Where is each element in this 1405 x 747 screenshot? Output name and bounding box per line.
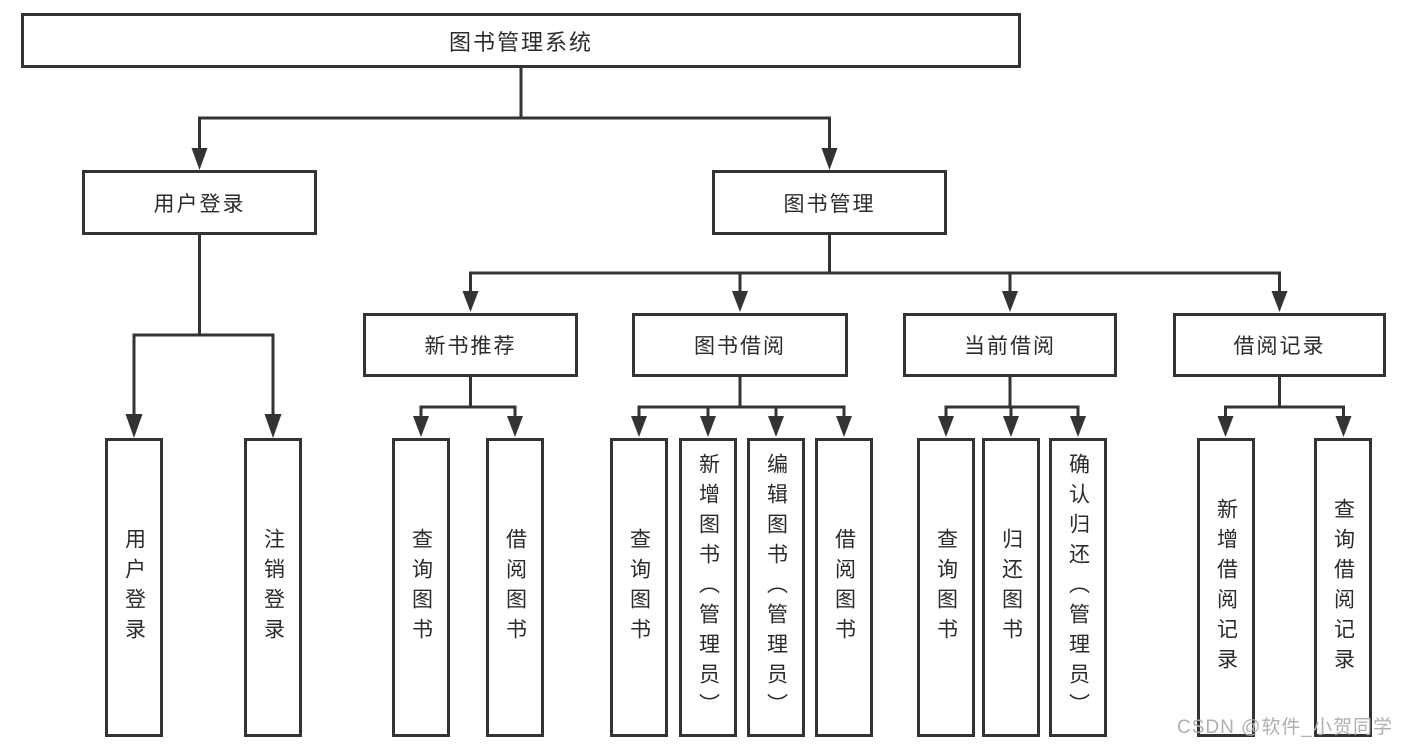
leaf-query-book-recommend: 查询图书 xyxy=(392,438,450,737)
connector-root-split xyxy=(198,66,831,152)
leaf-add-book-admin-label: 新增图书（管理员） xyxy=(696,452,720,723)
leaf-query-borrow-record: 查询借阅记录 xyxy=(1314,438,1372,737)
connector-user-login-split xyxy=(132,233,275,418)
node-user-login-label: 用户登录 xyxy=(153,192,246,216)
leaf-query-book-current: 查询图书 xyxy=(917,438,975,737)
node-user-login: 用户登录 xyxy=(82,170,317,235)
leaf-query-book-current-label: 查询图书 xyxy=(934,527,958,648)
connector-user-login-arrowheads xyxy=(125,414,282,438)
connector-new-book-split xyxy=(419,375,517,420)
leaf-borrow-book-label: 借阅图书 xyxy=(832,527,856,648)
leaf-query-book-borrow: 查询图书 xyxy=(610,438,668,737)
connector-book-borrow-arrowheads xyxy=(631,416,852,437)
node-root: 图书管理系统 xyxy=(21,13,1021,68)
connector-current-borrow-split xyxy=(944,375,1080,420)
leaf-return-book: 归还图书 xyxy=(982,438,1040,737)
node-book-borrow-label: 图书借阅 xyxy=(694,335,786,358)
leaf-return-book-label: 归还图书 xyxy=(999,527,1023,648)
leaf-user-login-label: 用户登录 xyxy=(122,527,146,648)
node-borrow-records: 借阅记录 xyxy=(1173,313,1386,377)
connector-book-borrow-split xyxy=(637,375,846,420)
connector-book-management-split xyxy=(469,233,1281,295)
connector-borrow-records-split xyxy=(1224,375,1345,420)
node-current-borrow: 当前借阅 xyxy=(903,313,1117,377)
leaf-borrow-book-recommend-label: 借阅图书 xyxy=(503,527,527,648)
leaf-confirm-return-admin: 确认归还（管理员） xyxy=(1049,438,1107,737)
leaf-add-borrow-record-label: 新增借阅记录 xyxy=(1214,497,1238,678)
leaf-query-book-recommend-label: 查询图书 xyxy=(409,527,433,648)
watermark: CSDN @软件_小贺同学 xyxy=(1177,717,1393,738)
connector-borrow-records-arrowheads xyxy=(1217,416,1352,437)
leaf-borrow-book: 借阅图书 xyxy=(815,438,873,737)
connector-new-book-arrowheads xyxy=(413,416,523,437)
node-root-label: 图书管理系统 xyxy=(448,29,593,55)
node-borrow-records-label: 借阅记录 xyxy=(1233,335,1326,358)
leaf-edit-book-admin: 编辑图书（管理员） xyxy=(747,438,805,737)
connector-root-arrowheads xyxy=(191,148,838,170)
node-current-borrow-label: 当前借阅 xyxy=(964,335,1056,358)
node-book-management: 图书管理 xyxy=(712,170,947,235)
connector-current-borrow-arrowheads xyxy=(938,416,1086,437)
leaf-add-book-admin: 新增图书（管理员） xyxy=(679,438,737,737)
node-new-book-recommend-label: 新书推荐 xyxy=(424,335,517,358)
leaf-confirm-return-admin-label: 确认归还（管理员） xyxy=(1066,452,1090,723)
leaf-user-login: 用户登录 xyxy=(105,438,163,737)
leaf-query-borrow-record-label: 查询借阅记录 xyxy=(1331,497,1355,678)
connector-book-management-arrowheads xyxy=(462,291,1288,312)
node-book-management-label: 图书管理 xyxy=(783,192,876,216)
node-new-book-recommend: 新书推荐 xyxy=(363,313,578,377)
leaf-add-borrow-record: 新增借阅记录 xyxy=(1197,438,1255,737)
leaf-borrow-book-recommend: 借阅图书 xyxy=(486,438,544,737)
leaf-logout-label: 注销登录 xyxy=(261,527,285,648)
leaf-query-book-borrow-label: 查询图书 xyxy=(627,527,651,648)
leaf-logout: 注销登录 xyxy=(244,438,302,737)
leaf-edit-book-admin-label: 编辑图书（管理员） xyxy=(764,452,788,723)
node-book-borrow: 图书借阅 xyxy=(632,313,848,377)
